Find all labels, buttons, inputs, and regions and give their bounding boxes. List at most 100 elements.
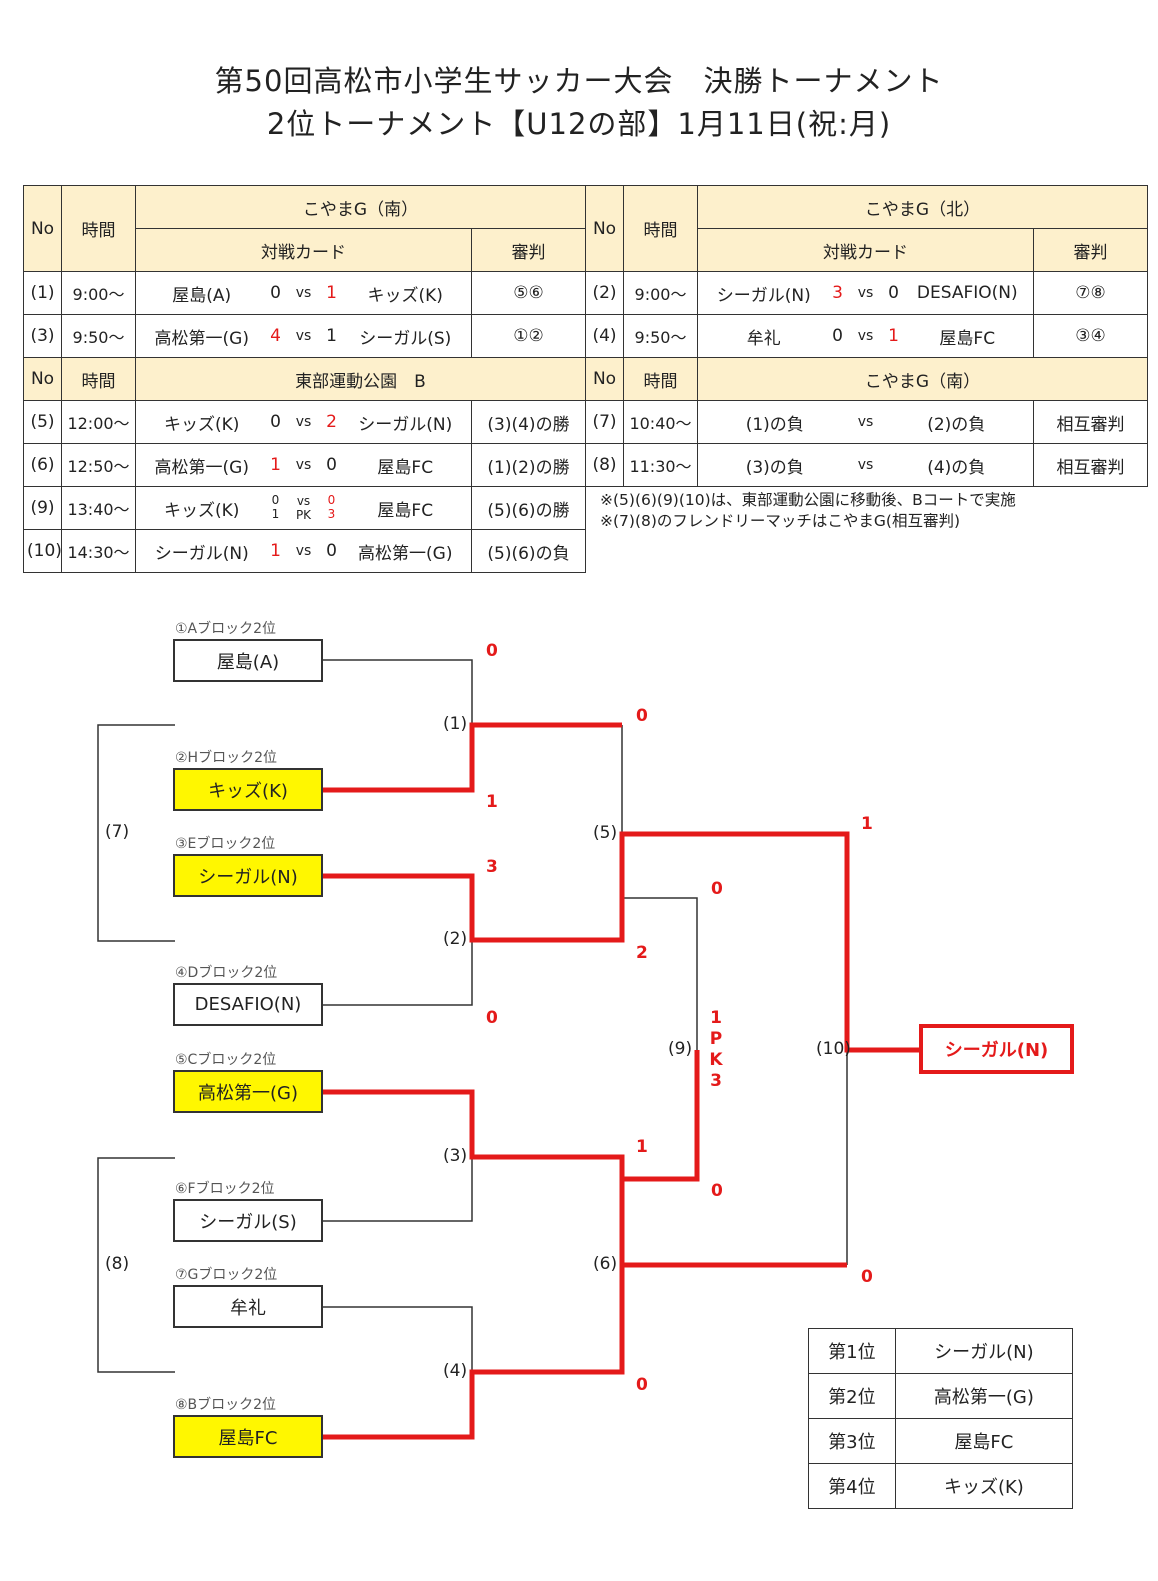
match-no: (6) <box>23 443 62 487</box>
away-team: キッズ(K) <box>367 285 443 306</box>
header-time: 時間 <box>623 185 698 272</box>
match-time: 12:00～ <box>61 400 136 444</box>
away-score: 1 <box>888 326 899 346</box>
home-score: 1 <box>270 541 281 561</box>
bracket-score: 0 <box>711 1181 723 1201</box>
home-team: 牟礼 <box>746 328 781 349</box>
bracket-score: 0 <box>636 706 648 726</box>
referee: 相互審判 <box>1033 400 1148 444</box>
pk-result-vertical: 1 P K 3 <box>708 1008 724 1092</box>
match-card: シーガル(N) 1 vs 0 高松第一(G) <box>139 539 468 564</box>
header-ref: 審判 <box>471 228 586 272</box>
match-no: (2) <box>585 271 624 315</box>
match-no: (1) <box>23 271 62 315</box>
match-card: キッズ(K) 0 vs 2 シーガル(N) <box>139 410 468 435</box>
venue-header: こやまG（南） <box>697 357 1148 401</box>
away-score: 0 <box>326 455 337 475</box>
rank-place: 第1位 <box>808 1328 896 1374</box>
schedule-table-left: No 時間 こやまG（南） 対戦カード 審判 (1) 9:00～ 屋島(A) 0… <box>23 185 586 573</box>
vs-label: vs <box>295 285 312 301</box>
match-label: (9) <box>668 1039 693 1059</box>
rank-place: 第2位 <box>808 1373 896 1419</box>
match-card: 高松第一(G) 4 vs 1 シーガル(S) <box>139 324 468 349</box>
match-label: (3) <box>443 1146 468 1166</box>
slot-label: ④Dブロック2位 <box>175 965 278 981</box>
rank-place: 第4位 <box>808 1463 896 1509</box>
table-row: 第2位 高松第一(G) <box>808 1373 1074 1419</box>
away-team: 屋島FC <box>377 457 434 478</box>
header-no: No <box>23 185 62 272</box>
table-row: (10) 14:30～ シーガル(N) 1 vs 0 高松第一(G) (5)(6… <box>23 529 586 573</box>
away-score: 1 <box>326 283 337 303</box>
table-row: (7) 10:40～ (1)の負 vs (2)の負 相互審判 <box>585 400 1148 444</box>
bracket-score: 0 <box>486 1008 498 1028</box>
vs-label: vs <box>857 285 874 301</box>
table-row: (6) 12:50～ 高松第一(G) 1 vs 0 屋島FC (1)(2)の勝 <box>23 443 586 487</box>
match-card: 屋島(A) 0 vs 1 キッズ(K) <box>139 281 468 306</box>
away-team: 高松第一(G) <box>358 543 453 564</box>
match-label: (2) <box>443 929 468 949</box>
home-team: (3)の負 <box>745 457 804 478</box>
match-card: (1)の負 vs (2)の負 <box>701 410 1030 435</box>
slot-label: ⑦Gブロック2位 <box>175 1267 278 1283</box>
venue-header: こやまG（南） <box>135 185 586 229</box>
home-team: 高松第一(G) <box>154 457 249 478</box>
table-row: (4) 9:50～ 牟礼 0 vs 1 屋島FC ③④ <box>585 314 1148 358</box>
page-title-line2: 2位トーナメント【U12の部】1月11日(祝:月) <box>266 107 892 141</box>
header-no: No <box>23 357 62 401</box>
home-team: シーガル(N) <box>154 543 249 564</box>
away-team: シーガル(N) <box>358 414 453 435</box>
vs-label: vs <box>857 414 874 430</box>
pk-label: PK <box>295 507 312 522</box>
match-time: 9:50～ <box>623 314 698 358</box>
venue-header: 東部運動公園 B <box>135 357 586 401</box>
home-score: 0 <box>271 493 280 507</box>
match-time: 13:40～ <box>61 486 136 530</box>
away-score: 0 <box>327 493 336 507</box>
match-no: (9) <box>23 486 62 530</box>
home-team: (1)の負 <box>745 414 804 435</box>
bracket-score: 0 <box>861 1267 873 1287</box>
match-label: (6) <box>593 1254 618 1274</box>
away-score: 1 <box>326 326 337 346</box>
match-label: (4) <box>443 1361 468 1381</box>
home-score: 0 <box>832 326 843 346</box>
home-score: 4 <box>270 326 281 346</box>
away-pk-score: 3 <box>327 507 336 521</box>
match-time: 9:00～ <box>61 271 136 315</box>
rank-team: 高松第一(G) <box>894 1373 1074 1419</box>
away-team: (2)の負 <box>927 414 986 435</box>
rank-team: 屋島FC <box>894 1418 1074 1464</box>
match-no: (8) <box>585 443 624 487</box>
header-time: 時間 <box>61 185 136 272</box>
rank-place: 第3位 <box>808 1418 896 1464</box>
pk-char: K <box>709 1050 723 1070</box>
referee: ③④ <box>1033 314 1148 358</box>
referee: (5)(6)の負 <box>471 529 586 573</box>
champion-box: シーガル(N) <box>919 1024 1074 1074</box>
home-score: 0 <box>270 283 281 303</box>
slot-label: ③Eブロック2位 <box>175 836 276 852</box>
home-score: 1 <box>270 455 281 475</box>
away-score: 0 <box>326 541 337 561</box>
bracket-score: 1 <box>861 814 873 834</box>
slot-label: ②Hブロック2位 <box>175 750 277 766</box>
pk-char: 3 <box>710 1071 722 1091</box>
match-no: (4) <box>585 314 624 358</box>
pk-char: 1 <box>710 1008 722 1028</box>
bracket-slot: シーガル(S) <box>173 1199 323 1242</box>
vs-label: vs <box>857 328 874 344</box>
away-team: (4)の負 <box>927 457 986 478</box>
slot-label: ⑥Fブロック2位 <box>175 1181 275 1197</box>
match-label: (10) <box>816 1039 851 1059</box>
vs-label: vs <box>295 328 312 344</box>
vs-label: vs <box>857 457 874 473</box>
vs-label: vs <box>295 414 312 430</box>
bracket-score: 0 <box>636 1375 648 1395</box>
ranking-table: 第1位 シーガル(N) 第2位 高松第一(G) 第3位 屋島FC 第4位 キッズ… <box>808 1328 1074 1509</box>
match-card: シーガル(N) 3 vs 0 DESAFIO(N) <box>701 281 1030 306</box>
home-score: 0 <box>270 412 281 432</box>
away-score: 2 <box>326 412 337 432</box>
